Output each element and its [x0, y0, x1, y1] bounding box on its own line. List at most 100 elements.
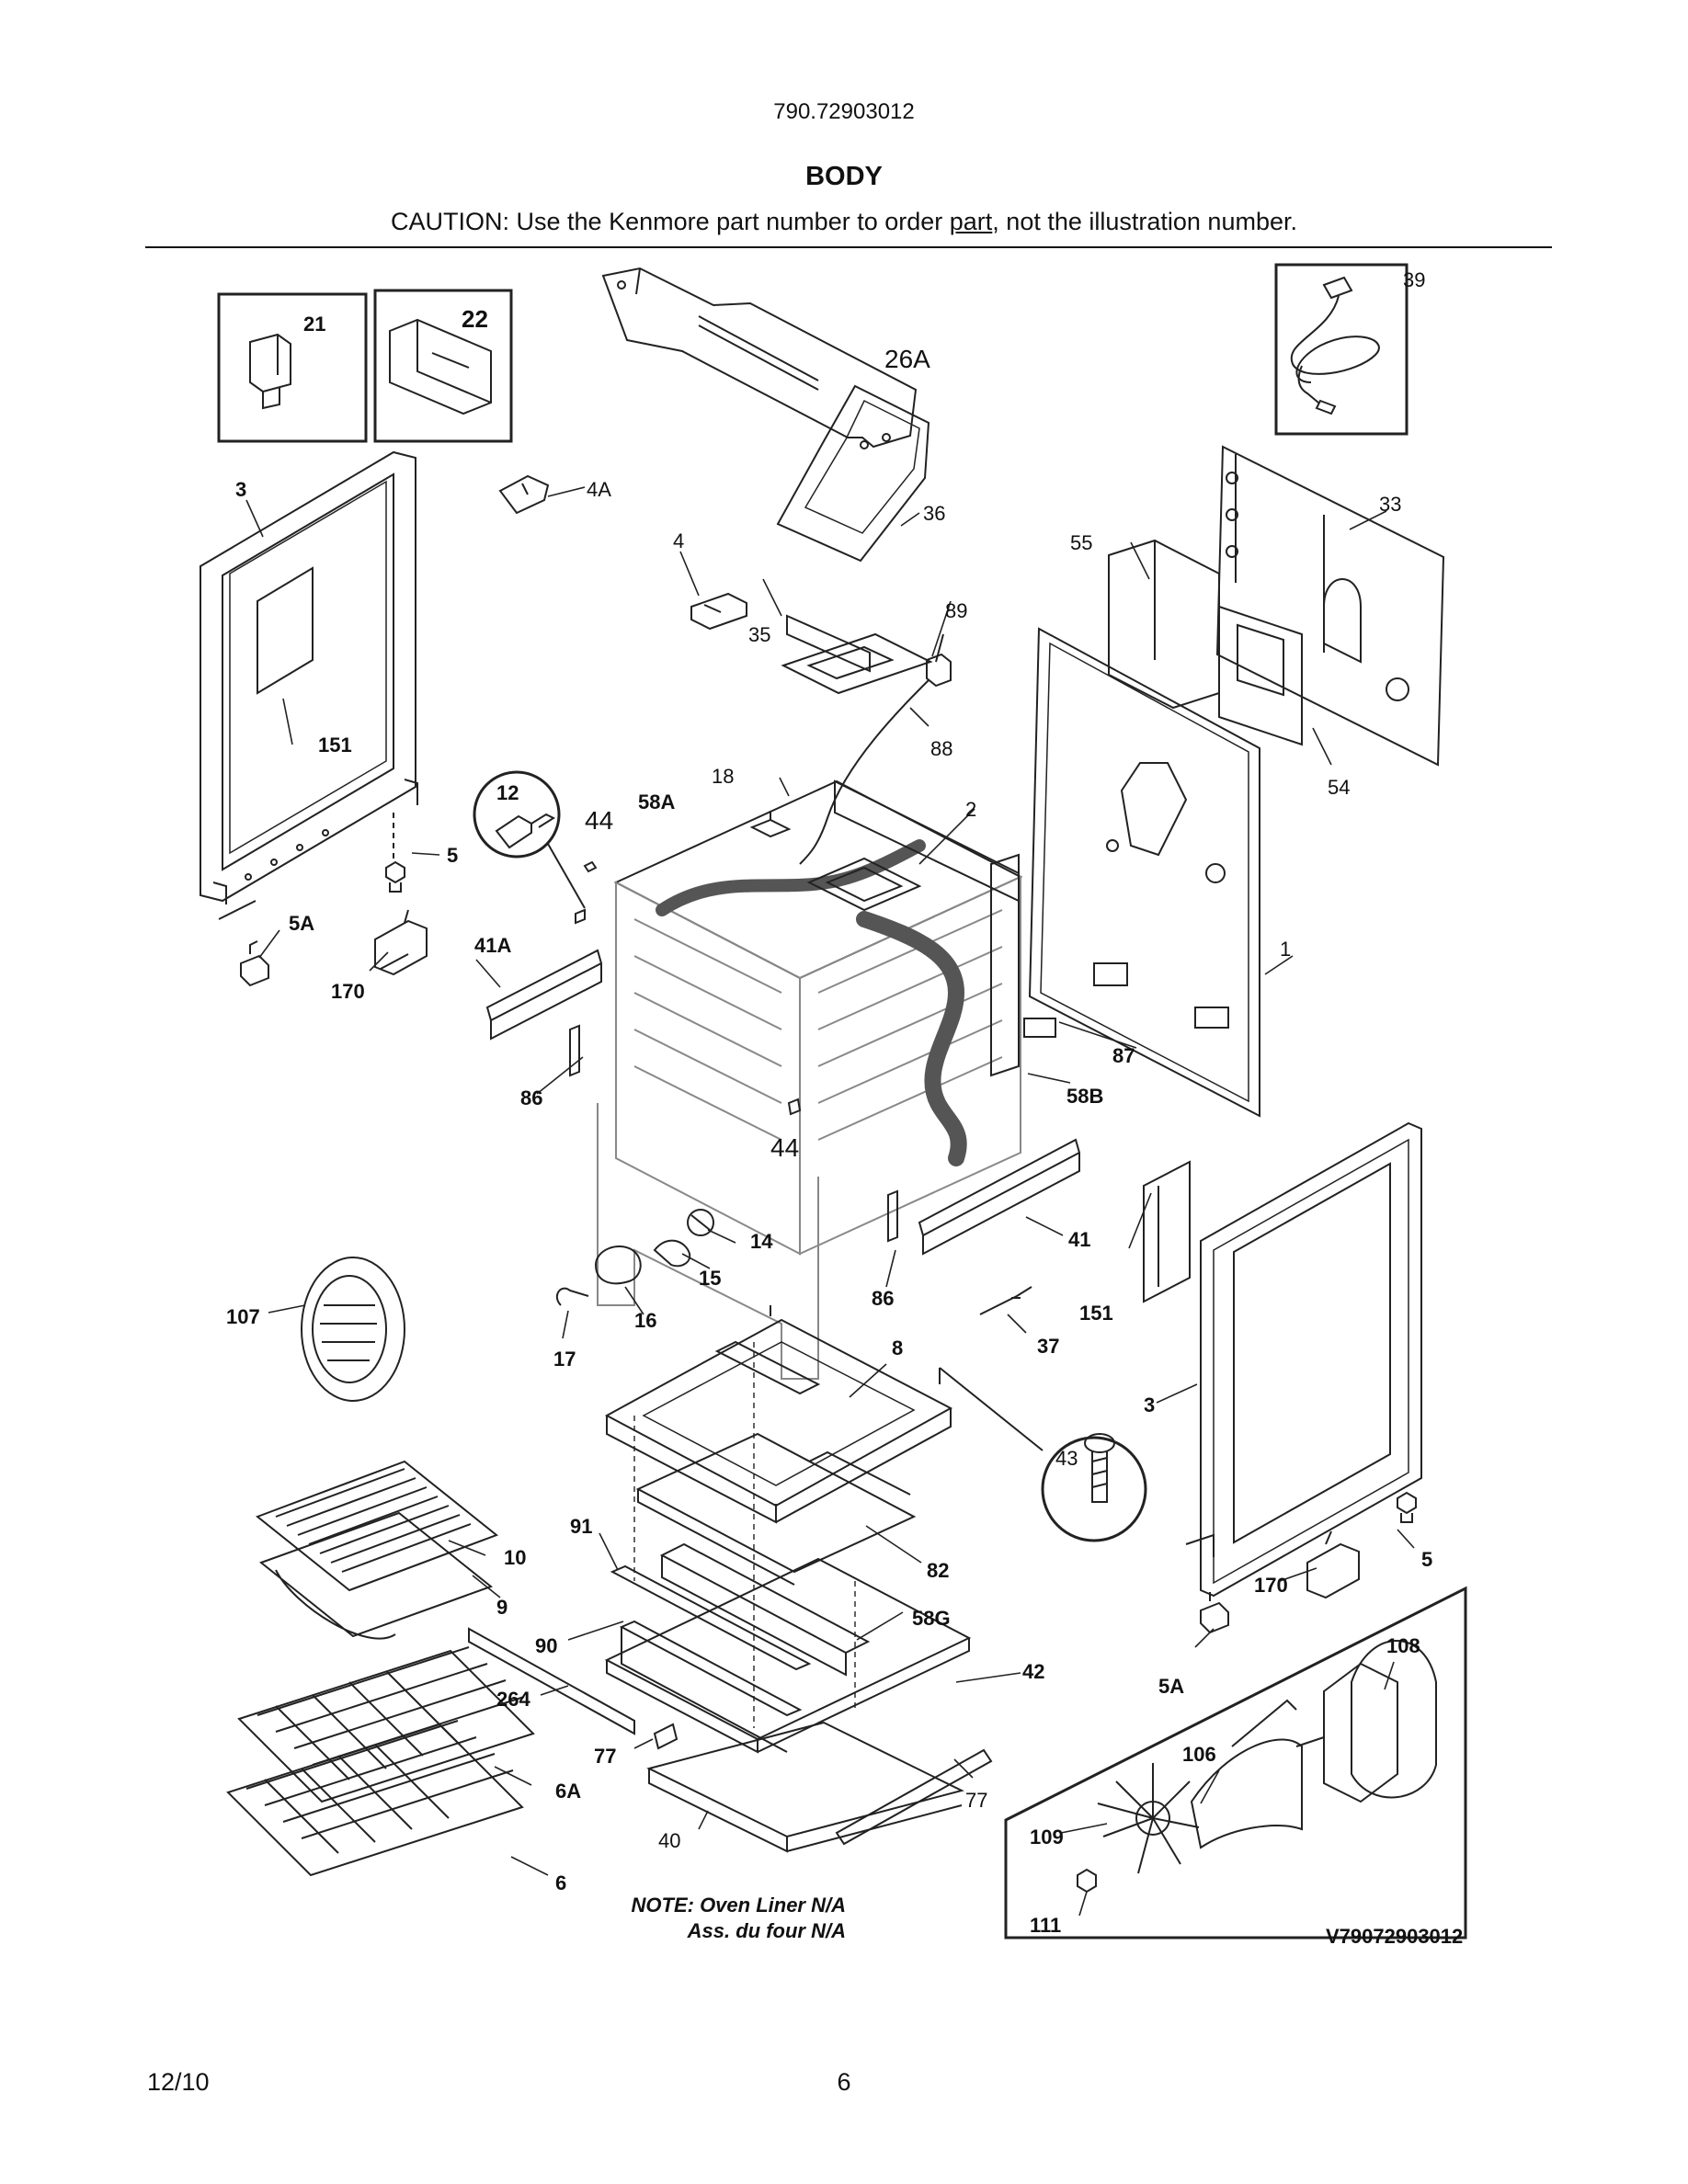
callout-40: 40: [658, 1829, 680, 1852]
part-26a-top-brace: [601, 267, 918, 449]
part-170-bracket-right: [1306, 1530, 1360, 1599]
part-5-leveling-leg-left: [385, 860, 405, 893]
callout-77-right: 77: [965, 1789, 987, 1812]
part-5a-leg-right: [1200, 1592, 1229, 1634]
callout-151-right: 151: [1079, 1302, 1113, 1325]
part-43-screw: [1084, 1433, 1115, 1503]
part-87-terminal-block: [1023, 1018, 1056, 1038]
callout-37: 37: [1037, 1335, 1059, 1358]
callout-8: 8: [892, 1337, 903, 1359]
callout-170-right: 170: [1254, 1574, 1288, 1597]
callout-4: 4: [673, 529, 684, 552]
part-58g-insulation: [659, 1542, 871, 1677]
part-1-rear-frame: [1028, 627, 1260, 1118]
part-18-sensor-bracket: [749, 811, 792, 838]
caution-prefix: CAUTION: Use the Kenmore part number to …: [391, 208, 950, 235]
callout-170-left: 170: [331, 980, 365, 1003]
callout-5-right: 5: [1421, 1548, 1432, 1571]
part-109-fan-blade: [1097, 1763, 1200, 1874]
inset-circle-43: [1041, 1436, 1147, 1542]
header-rule: [145, 246, 1552, 248]
part-35-vent-plate: [781, 632, 933, 695]
callout-82: 82: [927, 1559, 949, 1582]
part-10-broiler-grid: [256, 1460, 498, 1592]
part-22-bracket: [389, 318, 492, 415]
callout-87: 87: [1112, 1044, 1135, 1067]
part-41a-rail-left: [485, 949, 603, 1041]
part-77-slide-left: [653, 1723, 679, 1750]
oven-liner-cavity: [597, 779, 1023, 1380]
callout-91: 91: [570, 1515, 592, 1538]
footer-date: 12/10: [147, 2068, 210, 2096]
leader-12: [547, 843, 586, 909]
part-151-bracket-right: [1143, 1160, 1191, 1303]
part-3-right-side-panel: [1185, 1121, 1422, 1598]
caution-part-word: part: [949, 208, 993, 235]
callout-3-right: 3: [1144, 1393, 1155, 1416]
callout-6: 6: [555, 1871, 566, 1894]
callout-58b: 58B: [1066, 1085, 1103, 1108]
callout-41: 41: [1068, 1228, 1090, 1251]
callout-9: 9: [496, 1596, 508, 1619]
part-54-cover: [1218, 605, 1303, 746]
callout-77-left: 77: [594, 1745, 616, 1768]
callout-6a: 6A: [555, 1780, 581, 1803]
callout-35: 35: [748, 623, 770, 646]
callout-4a: 4A: [587, 478, 611, 501]
part-36-vent-duct: [776, 384, 930, 673]
part-37-wire: [979, 1286, 1032, 1315]
dashed-alignment-lines: [633, 1342, 856, 1728]
callout-88: 88: [930, 737, 952, 760]
leader-43: [939, 1367, 1044, 1451]
part-91-rail: [610, 1564, 812, 1671]
part-58b-insulation-side: [834, 779, 1020, 1166]
callout-16: 16: [634, 1309, 656, 1332]
note-line-2: Ass. du four N/A: [687, 1919, 846, 1942]
callout-107: 107: [226, 1305, 260, 1328]
callout-5-left: 5: [447, 844, 458, 867]
page-title: BODY: [805, 162, 883, 191]
part-39-power-cord: [1290, 276, 1380, 415]
part-3-left-side-panel: [200, 450, 418, 920]
part-106-fan-bracket: [1190, 1699, 1303, 1849]
callout-39: 39: [1403, 268, 1425, 291]
callout-58a: 58A: [638, 791, 675, 813]
caution-text: CAUTION: Use the Kenmore part number to …: [0, 208, 1688, 236]
callout-2: 2: [965, 798, 976, 821]
part-15-bulb: [653, 1239, 691, 1268]
note-line-1: NOTE: Oven Liner N/A: [632, 1894, 846, 1917]
part-170-bracket-left: [374, 909, 428, 976]
figure-id: V79072903012: [1326, 1925, 1463, 1948]
callout-109: 109: [1030, 1826, 1064, 1848]
part-44-lamp-top: [575, 860, 598, 925]
part-6-oven-rack: [226, 1720, 524, 1877]
caution-suffix: , not the illustration number.: [992, 208, 1297, 235]
callout-44-bottom: 44: [770, 1133, 799, 1162]
part-86-bracket-right: [887, 1189, 898, 1243]
inset-box-39: [1274, 263, 1409, 436]
part-42-lower-frame: [604, 1557, 972, 1754]
callout-58g: 58G: [912, 1607, 951, 1630]
callout-36: 36: [923, 502, 945, 525]
callout-10: 10: [504, 1546, 526, 1569]
part-21-bracket: [249, 333, 291, 410]
callout-264: 264: [496, 1688, 530, 1711]
inset-box-22: [373, 289, 513, 443]
callout-151-left: 151: [318, 734, 352, 756]
callout-14: 14: [750, 1230, 773, 1253]
callout-12: 12: [496, 781, 519, 804]
callout-90: 90: [535, 1634, 557, 1657]
part-5a-leg-left: [240, 940, 269, 987]
callout-89: 89: [945, 599, 967, 622]
callout-55: 55: [1070, 531, 1092, 554]
part-8-oven-bottom: [604, 1318, 953, 1524]
part-9-broiler-pan: [258, 1511, 494, 1640]
callout-15: 15: [699, 1267, 721, 1290]
part-107-fan-cover: [301, 1257, 405, 1402]
callout-86-right: 86: [872, 1287, 894, 1310]
callout-5a-left: 5A: [289, 912, 314, 935]
callout-33: 33: [1379, 493, 1401, 516]
part-86-bracket-left: [569, 1024, 580, 1077]
part-41-rail-right: [918, 1138, 1081, 1256]
callout-5a-right: 5A: [1158, 1675, 1184, 1698]
